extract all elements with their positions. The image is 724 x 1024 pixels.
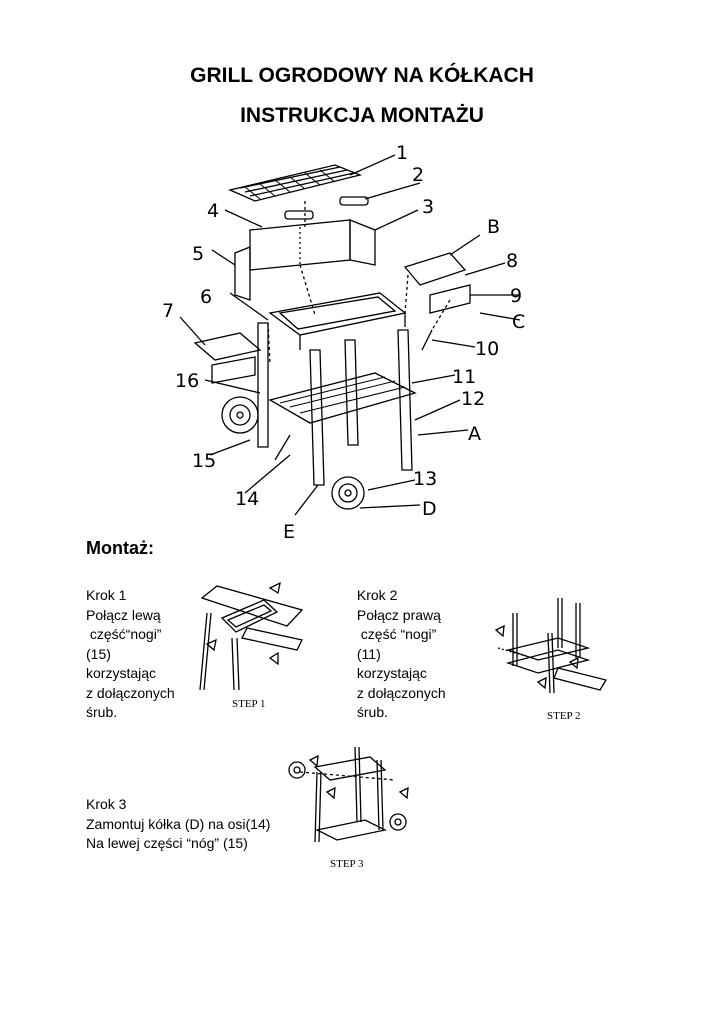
part-label-A: A [468,423,481,445]
part-label-E: E [283,521,295,543]
grill-grate [227,164,363,202]
part-label-15: 15 [192,450,216,472]
document-subtitle: INSTRUKCJA MONTAŻU [240,104,484,127]
step-2-line: (11) [353,645,381,662]
step-1-line: śrub. [86,704,118,720]
part-label-9: 9 [510,285,522,307]
part-label-13: 13 [413,468,437,490]
document-title: GRILL OGRODOWY NA KÓŁKACH [190,64,534,87]
step-1-line: Połącz lewą [86,606,161,623]
part-label-14: 14 [235,488,259,510]
exploded-view-diagram: 1 2 3 4 5 6 7 8 9 10 11 12 13 14 15 16 A… [162,142,525,543]
step-2-line: Krok 2 [353,587,398,603]
step-3-line: Zamontuj kółka (D) na osi(14) [86,815,271,832]
step-3-text: Krok 3 Zamontuj kółka (D) na osi(14) Na … [86,795,270,854]
part-label-4: 4 [207,200,219,222]
part-label-2: 2 [412,164,424,186]
part-label-B: B [487,216,500,238]
part-label-C: C [512,311,525,333]
step-2-line: część “nogi” [353,626,437,642]
part-label-7: 7 [162,300,174,322]
part-label-12: 12 [461,388,485,410]
step-3-illustration [288,746,409,843]
step-2-line: śrub. [353,704,389,720]
part-label-10: 10 [475,338,499,360]
part-label-16: 16 [175,370,199,392]
part-label-5: 5 [192,243,204,265]
step-1-line: z dołączonych [86,684,175,701]
part-label-3: 3 [422,196,434,218]
step-2-line: korzystając [353,665,427,681]
step-1-caption: STEP 1 [232,698,266,710]
part-label-8: 8 [506,250,518,272]
step-3-line: Krok 3 [86,796,127,812]
step-1-line: korzystając [86,665,157,681]
step-1-line: Krok 1 [86,587,127,603]
part-label-D: D [422,498,437,520]
part-label-11: 11 [452,366,476,388]
step-1-line: (15) [86,645,111,662]
step-1-illustration [199,581,304,691]
part-label-6: 6 [200,286,212,308]
step-2-text: Krok 2 Połącz prawą część “nogi” (11) ko… [353,586,446,723]
part-label-1: 1 [396,142,408,164]
step-2-line: z dołączonych [353,684,446,701]
step-1-text: Krok 1 Połącz lewą część“nogi” (15) korz… [86,586,175,723]
step-1-line: część“nogi” [86,626,162,642]
step-3-line: Na lewej części “nóg” (15) [86,835,248,851]
step-2-line: Połącz prawą [353,606,441,623]
step-2-illustration [494,598,608,694]
step-3-caption: STEP 3 [330,858,364,870]
assembly-heading: Montaż: [86,538,154,558]
step-2-caption: STEP 2 [547,710,581,722]
